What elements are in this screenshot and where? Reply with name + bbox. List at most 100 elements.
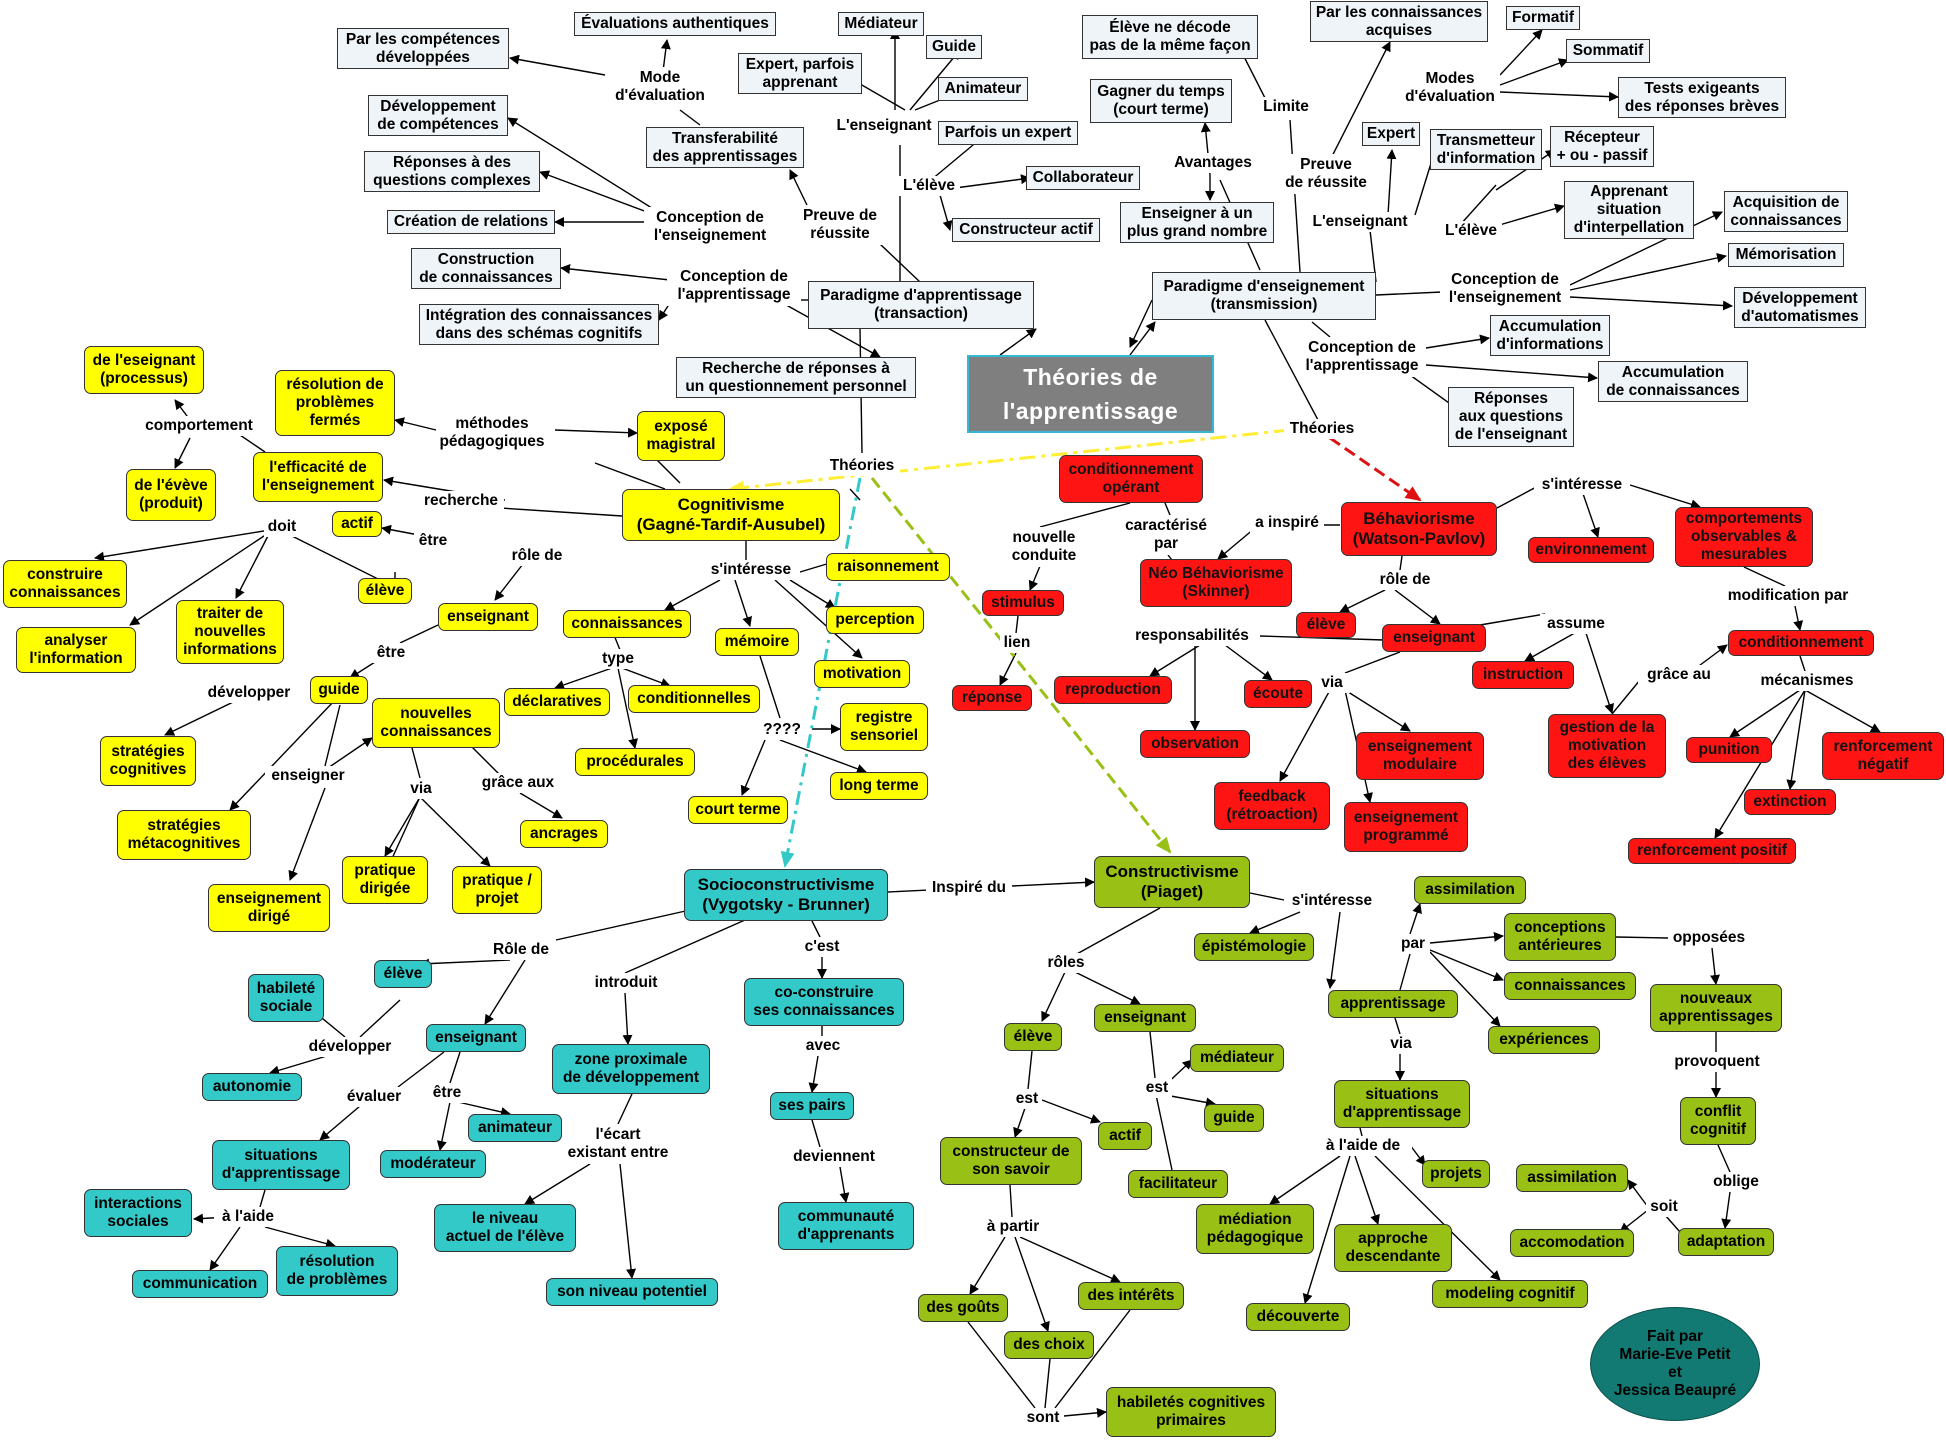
actif-node: actif (332, 511, 382, 537)
label-par: par (1396, 934, 1430, 954)
ecoute-node: écoute (1244, 680, 1312, 708)
label-modification-par: modification par (1716, 586, 1860, 606)
label-s-interesse-cog: s'intéresse (702, 560, 800, 580)
title-arrow-transaction (999, 328, 1037, 356)
connector-129 (484, 959, 526, 1025)
connector-145 (524, 1163, 591, 1205)
connector-130 (359, 999, 401, 1038)
conflit-cognitif-node: conflit cognitif (1680, 1097, 1756, 1145)
enseignant-socio-node: enseignant (426, 1024, 526, 1052)
connector-64 (235, 531, 271, 599)
connector-41 (1569, 296, 1733, 311)
label-nouvelle-conduite: nouvelle conduite (1006, 527, 1082, 567)
reponse-node: réponse (952, 685, 1032, 711)
connector-74 (384, 796, 421, 857)
conceptions-anterieures-node: conceptions antérieures (1504, 913, 1616, 961)
label-responsabilites: responsabilités (1128, 626, 1256, 646)
conditionnelles-node: conditionnelles (628, 685, 760, 713)
main-title: Théories de l'apprentissage (967, 355, 1214, 433)
label-introduit: introduit (584, 973, 668, 993)
paradigm-transmission: Paradigme d'enseignement (transmission) (1152, 272, 1376, 320)
accumulation-informations-box: Accumulation d'informations (1490, 315, 1610, 356)
connector-13 (507, 117, 656, 211)
mediateur-cons-node: médiateur (1190, 1044, 1284, 1072)
connector-87 (617, 667, 639, 749)
connector-122 (1344, 651, 1401, 674)
connector-170 (967, 1321, 1036, 1409)
feedback-node: feedback (rétroaction) (1214, 782, 1330, 830)
connector-88 (759, 655, 781, 719)
reponses-enseignant-box: Réponses aux questions de l'enseignant (1448, 387, 1574, 447)
des-choix-node: des choix (1004, 1331, 1094, 1359)
connector-85 (554, 667, 613, 690)
connector-63 (129, 531, 271, 626)
situations-socio-node: situations d'apprentissage (212, 1140, 350, 1190)
connector-162 (1149, 1031, 1156, 1079)
label-l-enseignant: L'enseignant (832, 116, 936, 136)
resolution-fermes-node: résolution de problèmes fermés (275, 370, 395, 436)
label-l-eleve-transmission: L'élève (1440, 221, 1502, 241)
declaratives-node: déclaratives (504, 688, 610, 716)
motivation-node: motivation (814, 660, 910, 688)
connector-106 (1611, 679, 1641, 715)
connector-119 (1149, 644, 1201, 677)
connector-142 (624, 919, 746, 974)
enseigner-grand-box: Enseigner à un plus grand nombre (1120, 202, 1274, 243)
connector-39 (1569, 211, 1723, 286)
connector-44 (1425, 364, 1598, 383)
connector-81 (789, 579, 836, 609)
label-role-de-behav: rôle de (1370, 570, 1440, 590)
connector-95 (999, 652, 1017, 686)
label-opposees: opposées (1668, 928, 1750, 948)
expert-apprenant-box: Expert, parfois apprenant (738, 53, 862, 94)
label-grace-aux: grâce aux (476, 773, 560, 793)
label-a-partir: à partir (980, 1217, 1046, 1237)
connector-103 (1743, 566, 1786, 587)
niveau-potentiel-node: son niveau potentiel (546, 1278, 718, 1306)
connector-70 (288, 787, 326, 881)
enseignant-behav-node: enseignant (1382, 624, 1486, 652)
connector-38 (1375, 291, 1443, 296)
connector-147 (811, 920, 821, 938)
connector-100 (1496, 484, 1541, 509)
connector-140 (209, 1226, 241, 1271)
connector-154 (1249, 911, 1301, 935)
connector-83 (774, 579, 863, 659)
guide-cog-node: guide (310, 676, 368, 704)
constructeur-savoir-node: constructeur de son savoir (940, 1137, 1082, 1185)
connector-90 (779, 739, 867, 774)
connector-117 (1584, 629, 1614, 714)
connector-192 (1269, 1155, 1341, 1205)
court-terme-node: court terme (688, 796, 788, 824)
connector-168 (1014, 1236, 1050, 1332)
label-a-inspire: a inspiré (1250, 513, 1324, 533)
connector-50 (554, 427, 638, 438)
connector-123 (1279, 689, 1331, 782)
connector-137 (457, 1101, 511, 1117)
connector-61 (279, 529, 391, 586)
connector-9 (939, 194, 953, 231)
constructeur-actif-box: Constructeur actif (952, 218, 1100, 242)
habiletes-cognitives-node: habiletés cognitives primaires (1106, 1387, 1276, 1437)
connector-178 (1429, 951, 1501, 1027)
connector-177 (1429, 949, 1504, 982)
comportements-node: comportements observables & mesurables (1675, 507, 1813, 567)
connector-109 (1804, 689, 1881, 733)
eleve-socio-node: élève (374, 960, 432, 988)
label-question: ???? (756, 720, 808, 740)
moderateur-node: modérateur (380, 1150, 486, 1178)
habilete-sociale-node: habileté sociale (248, 974, 324, 1022)
formatif-box: Formatif (1506, 6, 1580, 30)
connector-56 (499, 507, 623, 517)
expose-node: exposé magistral (637, 411, 725, 461)
connector-110 (1786, 689, 1806, 790)
pratique-dirigee-node: pratique dirigée (342, 856, 428, 904)
autonomie-node: autonomie (202, 1073, 302, 1101)
efficacite-node: l'efficacité de l'enseignement (253, 452, 383, 502)
connector-155 (1326, 911, 1341, 989)
label-type: type (598, 649, 638, 669)
label-ecart: l'écart existant entre (562, 1124, 674, 1164)
connector-111 (1714, 689, 1806, 839)
connector-135 (449, 1051, 461, 1084)
label-est-enseignant: est (1142, 1078, 1172, 1098)
